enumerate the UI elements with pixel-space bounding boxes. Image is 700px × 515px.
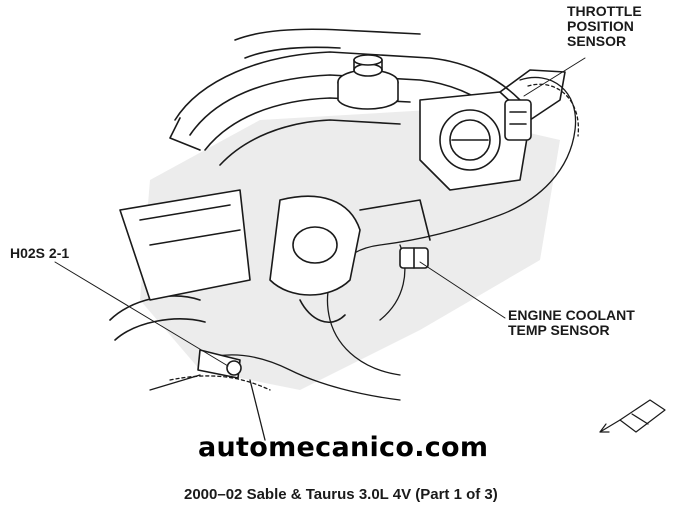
h02s-sensor — [197, 349, 242, 379]
throttle-position-sensor-label-line-2: POSITION — [567, 18, 634, 34]
exhaust-pipe — [109, 189, 251, 341]
throttle-position-sensor-label: THROTTLE POSITION SENSOR — [567, 4, 642, 49]
throttle-position-sensor-label-line-3: SENSOR — [567, 33, 627, 49]
wiring-harness — [149, 76, 579, 441]
vehicle-front-arrow-icon — [599, 399, 666, 433]
egr-valve — [337, 54, 399, 110]
h02s-label: H02S 2-1 — [10, 245, 70, 261]
engine-coolant-temp-sensor-label-line-2: TEMP SENSOR — [508, 322, 610, 338]
leader-engine-coolant-temp-sensor — [419, 261, 506, 319]
throttle-body — [419, 69, 566, 191]
engine-coolant-temp-sensor-label-line-1: ENGINE COOLANT — [508, 307, 635, 323]
watermark-text: automecanico.com — [198, 432, 489, 463]
figure-caption: 2000–02 Sable & Taurus 3.0L 4V (Part 1 o… — [184, 486, 498, 503]
leader-h02s — [54, 261, 229, 367]
leader-throttle-position-sensor — [523, 57, 586, 97]
coolant-housing — [269, 195, 431, 324]
engine-coolant-temp-sensor-label: ENGINE COOLANT TEMP SENSOR — [508, 308, 635, 338]
throttle-position-sensor — [504, 99, 532, 141]
throttle-position-sensor-label-line-1: THROTTLE — [567, 3, 642, 19]
